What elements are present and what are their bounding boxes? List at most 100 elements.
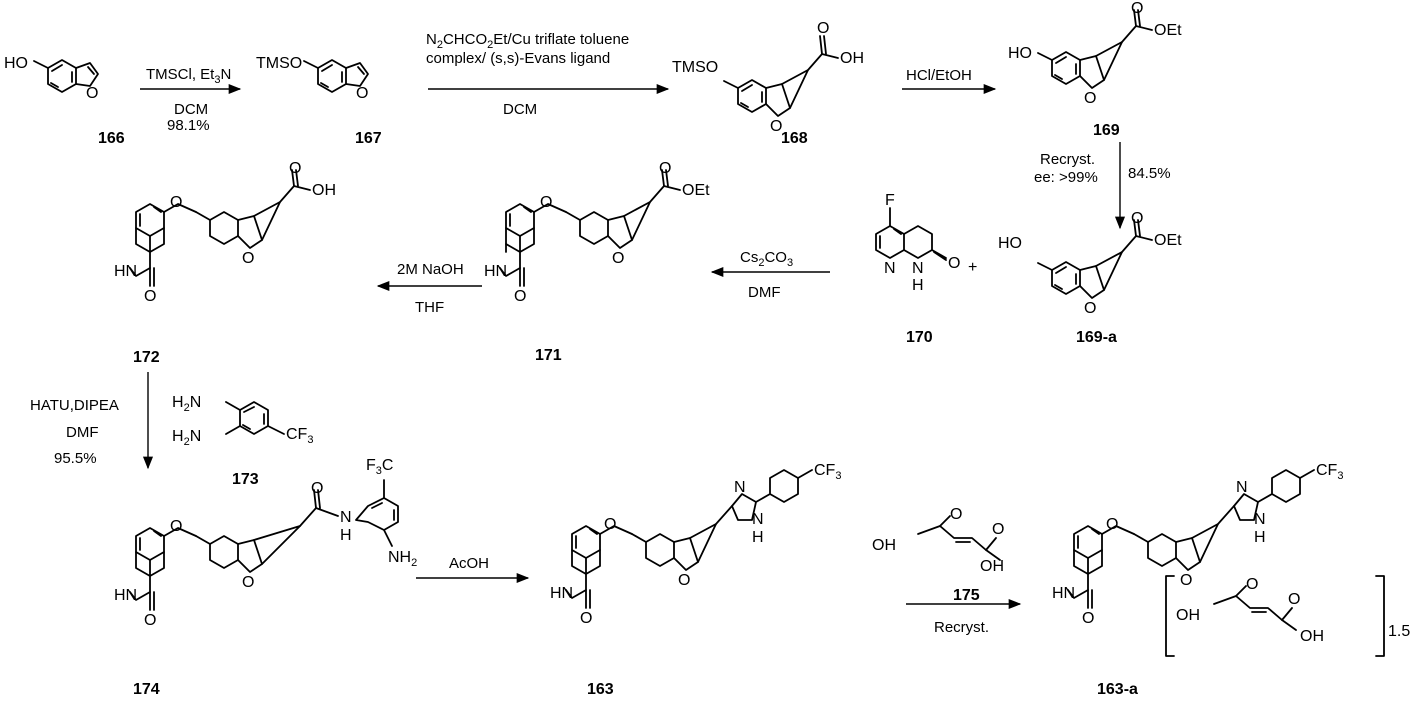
amine-label-2: H2N — [172, 428, 201, 448]
ether-oxygen-label: O — [1106, 516, 1118, 533]
plus-sign: + — [968, 259, 977, 276]
compound-label-166: 166 — [98, 130, 125, 147]
step4-yield: 84.5% — [1128, 165, 1171, 182]
compound-label-167: 167 — [355, 130, 382, 147]
amine-label-1: H2N — [172, 394, 201, 414]
hydroxyl-label: OH — [980, 558, 1004, 575]
carbonyl-oxygen-label: O — [1288, 591, 1300, 608]
step4-line1: Recryst. — [1040, 151, 1095, 168]
amide-n-label: N — [912, 260, 924, 277]
left-bracket — [1165, 575, 1175, 657]
trifluoromethyl-label: F3C — [366, 457, 393, 477]
carbonyl-oxygen-label: O — [1131, 0, 1143, 17]
compound-label-175: 175 — [953, 587, 980, 604]
compound-167-structure: TMSO O — [256, 55, 369, 102]
compound-label-168: 168 — [781, 130, 808, 147]
lactam-oxygen-label: O — [580, 610, 592, 627]
trifluoromethyl-label: CF3 — [1316, 462, 1343, 482]
furan-oxygen-label: O — [356, 85, 368, 102]
hydroxyl-label: OH — [1300, 628, 1324, 645]
lactam-nh-label: HN — [1052, 585, 1075, 602]
stoichiometry-label: 1.5 — [1388, 623, 1410, 640]
step1-solvent: DCM — [174, 101, 208, 118]
imidazole-n-label: N — [1254, 511, 1266, 528]
hydroxyl-label: OH — [840, 50, 864, 67]
tmso-label: TMSO — [256, 55, 302, 72]
carbonyl-oxygen-label: O — [289, 160, 301, 177]
compound-label-171: 171 — [535, 347, 562, 364]
step6-reagent: 2M NaOH — [397, 261, 464, 278]
ethoxy-label: OEt — [682, 182, 710, 199]
ethoxy-label: OEt — [1154, 232, 1182, 249]
step8-reagent: AcOH — [449, 555, 489, 572]
imidazole-h-label: H — [1254, 529, 1266, 546]
compound-173-structure: H2N H2N CF3 — [172, 394, 313, 448]
furan-oxygen-label: O — [242, 574, 254, 591]
imidazole-n-label: N — [734, 479, 746, 496]
fluoro-label: F — [885, 192, 895, 209]
compound-163a-structure: O HN O O N N H CF3 OH O O OH 1.5 — [1052, 462, 1410, 657]
step2-reagent-line1: N2CHCO2Et/Cu triflate toluene — [426, 31, 629, 51]
ether-oxygen-label: O — [170, 518, 182, 535]
carbonyl-oxygen-label: O — [1246, 576, 1258, 593]
furan-oxygen-label: O — [86, 85, 98, 102]
compound-169a-structure: HO O O OEt — [998, 210, 1182, 317]
step1-yield: 98.1% — [167, 117, 210, 134]
step5-solvent: DMF — [748, 284, 781, 301]
compound-label-174: 174 — [133, 681, 160, 698]
ethoxy-label: OEt — [1154, 22, 1182, 39]
oxygen-label: O — [770, 118, 782, 135]
step7-yield: 95.5% — [54, 450, 97, 467]
lactam-nh-label: HN — [114, 263, 137, 280]
hydroxyl-label: OH — [872, 537, 896, 554]
trifluoromethyl-label: CF3 — [286, 426, 313, 446]
compound-label-170: 170 — [906, 329, 933, 346]
amide-h-label: H — [912, 277, 924, 294]
amide-h-label: H — [340, 527, 352, 544]
compound-163-structure: O HN O O N N H CF3 — [550, 462, 841, 627]
imidazole-n-label: N — [752, 511, 764, 528]
step6-solvent: THF — [415, 299, 444, 316]
step3-reagent: HCl/EtOH — [906, 67, 972, 84]
lactam-nh-label: HN — [484, 263, 507, 280]
step4-line2: ee: >99% — [1034, 169, 1098, 186]
carbonyl-oxygen-label: O — [1131, 210, 1143, 227]
amide-n-label: N — [340, 509, 352, 526]
furan-oxygen-label: O — [1180, 572, 1192, 589]
hydroxy-label: HO — [998, 235, 1022, 252]
hydroxyl-label: OH — [312, 182, 336, 199]
lactam-oxygen-label: O — [514, 288, 526, 305]
carbonyl-oxygen-label: O — [948, 255, 960, 272]
compound-label-173: 173 — [232, 471, 259, 488]
lactam-oxygen-label: O — [144, 612, 156, 629]
compound-171-structure: O HN O O O OEt — [484, 160, 710, 305]
compound-175-structure: OH O O OH — [872, 506, 1004, 575]
lactam-oxygen-label: O — [144, 288, 156, 305]
amino-label: NH2 — [388, 549, 417, 569]
compound-label-169a: 169-a — [1076, 329, 1117, 346]
compound-169-structure: HO O O OEt — [1008, 0, 1182, 107]
carbonyl-oxygen-label: O — [992, 521, 1004, 538]
compound-166-structure: HO O — [4, 55, 99, 102]
compound-168-structure: TMSO O O OH — [672, 20, 864, 135]
compound-label-163a: 163-a — [1097, 681, 1138, 698]
lactam-nh-label: HN — [114, 587, 137, 604]
ether-oxygen-label: O — [170, 194, 182, 211]
compound-172-structure: O HN O O O OH — [114, 160, 336, 305]
step7-solvent: DMF — [66, 424, 99, 441]
compound-label-169: 169 — [1093, 122, 1120, 139]
compound-label-172: 172 — [133, 349, 160, 366]
carbonyl-oxygen-label: O — [659, 160, 671, 177]
oxygen-label: O — [1084, 90, 1096, 107]
carbonyl-oxygen-label: O — [311, 480, 323, 497]
imidazole-h-label: H — [752, 529, 764, 546]
hydroxy-label: HO — [1008, 45, 1032, 62]
ether-oxygen-label: O — [604, 516, 616, 533]
hydroxy-label: HO — [4, 55, 28, 72]
lactam-nh-label: HN — [550, 585, 573, 602]
tmso-label: TMSO — [672, 59, 718, 76]
hydroxyl-label: OH — [1176, 607, 1200, 624]
step2-reagent-line2: complex/ (s,s)-Evans ligand — [426, 50, 610, 67]
pyridine-n-label: N — [884, 260, 896, 277]
